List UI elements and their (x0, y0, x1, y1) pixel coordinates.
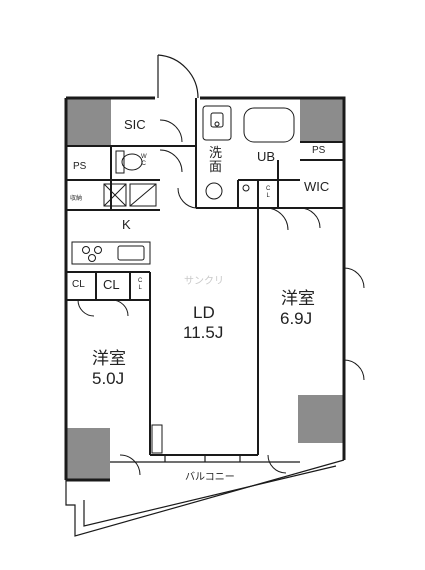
label-bedroom-right-name: 洋室 (281, 289, 315, 308)
label-bedroom-left-size: 5.0J (92, 369, 125, 388)
balcony-outline (65, 455, 345, 537)
fridge-space (103, 183, 127, 207)
label-wc: W C (141, 154, 147, 168)
label-bedroom-left-name: 洋室 (92, 349, 126, 368)
label-wic: WIC (304, 179, 330, 194)
washer-tap (242, 184, 250, 192)
washer-pan (205, 182, 223, 200)
stove-burner-2 (94, 246, 102, 254)
label-kitchen: K (122, 217, 131, 232)
column-top-left (66, 98, 111, 146)
label-storage: 収納 (70, 196, 83, 202)
basin-bowl (210, 112, 224, 128)
toilet-tank (115, 150, 125, 174)
sliding-partitions (149, 350, 163, 454)
entrance-door (157, 54, 199, 99)
label-bedroom-right-size: 6.9J (280, 309, 313, 328)
column-bottom-right (298, 395, 344, 443)
bathtub (243, 107, 295, 143)
label-ld-name: LD (193, 303, 215, 322)
kitchen-sink (117, 245, 145, 261)
label-cl-b: CL (103, 277, 120, 292)
kitchen-fixtures (71, 183, 157, 265)
label-cl-bath: C L (266, 186, 271, 200)
bath-fixtures (115, 105, 295, 200)
stove-burner-3 (88, 254, 96, 262)
storage-niche (151, 424, 163, 454)
interior-walls (66, 98, 344, 456)
label-ub: UB (257, 149, 276, 164)
watermark-logo: サンクリ (184, 276, 224, 287)
label-cl-c: C L (138, 278, 143, 292)
basin-drain (214, 121, 220, 127)
wash-basin (202, 105, 232, 141)
structural-columns (66, 98, 344, 480)
column-top-right (300, 98, 344, 142)
toilet-bowl (121, 153, 143, 171)
label-cl-a: CL (72, 279, 85, 290)
column-bottom-left (66, 428, 110, 480)
outer-walls (64, 96, 346, 482)
door-swings (77, 119, 365, 476)
label-balcony: バルコニー (185, 472, 235, 483)
label-ps-right: PS (312, 145, 326, 156)
label-sic: SIC (124, 117, 146, 132)
shoe-box (129, 183, 157, 207)
label-ps-left: PS (73, 161, 87, 172)
label-washroom: 洗 面 (209, 145, 223, 175)
kitchen-counter (71, 241, 151, 265)
stove-burner-1 (82, 246, 90, 254)
label-ld-size: 11.5J (183, 323, 224, 342)
